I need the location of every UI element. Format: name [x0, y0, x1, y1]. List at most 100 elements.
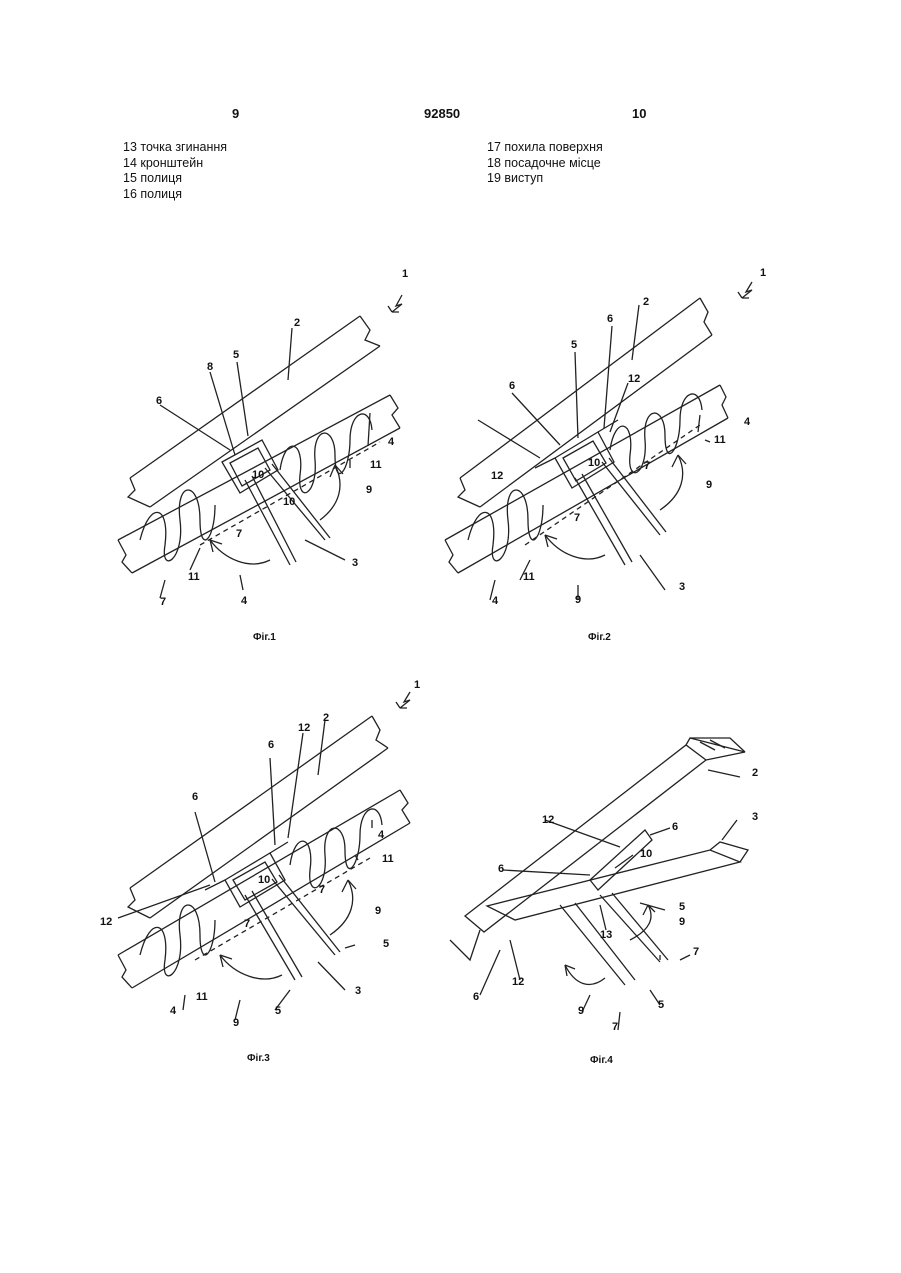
reference-numeral: 7 — [574, 512, 580, 524]
reference-numeral: 4 — [241, 595, 248, 607]
beam-break — [458, 478, 480, 507]
beam-break — [128, 478, 150, 507]
reference-numeral: 12 — [100, 916, 112, 928]
reference-numeral: 12 — [628, 373, 640, 385]
figure-1-drawing — [118, 295, 402, 598]
figure-2-drawing — [445, 282, 752, 600]
reference-numeral: 10 — [640, 848, 652, 860]
insulation-coil — [140, 414, 372, 561]
reference-numeral: 11 — [196, 991, 208, 1003]
beam — [450, 930, 480, 960]
rotation-arrow — [320, 465, 340, 520]
rotation-arrow — [630, 905, 651, 940]
reference-numeral: 6 — [509, 380, 515, 392]
reference-numeral: 5 — [233, 349, 239, 361]
reference-numeral: 4 — [388, 436, 395, 448]
reference-numeral: 7 — [244, 918, 250, 930]
reference-numeral: 7 — [644, 460, 650, 472]
figure-caption: Фіг.4 — [590, 1055, 613, 1066]
reference-numeral: 4 — [170, 1005, 177, 1017]
leader-lines — [480, 770, 740, 1030]
reference-numeral: 3 — [752, 811, 758, 823]
reference-numeral: 10 — [283, 496, 295, 508]
reference-numeral: 2 — [752, 767, 758, 779]
reference-numeral: 9 — [578, 1005, 584, 1017]
reference-numeral: 10 — [258, 874, 270, 886]
figure-caption: Фіг.3 — [247, 1053, 270, 1064]
reference-numeral: 6 — [672, 821, 678, 833]
reference-numeral: 4 — [744, 416, 751, 428]
reference-numeral: 3 — [352, 557, 358, 569]
reference-numeral: 3 — [355, 985, 361, 997]
reference-numeral: 9 — [366, 484, 372, 496]
reference-numeral: 6 — [498, 863, 504, 875]
reference-numeral: 5 — [679, 901, 685, 913]
reference-numeral: 7 — [160, 596, 166, 608]
orientation-arrow — [738, 282, 752, 298]
bracket — [222, 440, 278, 493]
reference-numeral: 3 — [679, 581, 685, 593]
reference-numeral: 7 — [236, 528, 242, 540]
reference-numeral: 1 — [414, 679, 420, 691]
rotation-arrow — [330, 880, 353, 935]
reference-numeral: 6 — [473, 991, 479, 1003]
figure-4-drawing — [450, 738, 748, 1030]
dashed-line — [200, 442, 380, 545]
reference-numeral: 8 — [207, 361, 213, 373]
beam — [130, 716, 388, 918]
crossbar — [487, 842, 748, 920]
reference-numeral: 12 — [542, 814, 554, 826]
reference-numeral: 6 — [192, 791, 198, 803]
beam — [465, 738, 745, 932]
figure-caption: Фіг.1 — [253, 632, 276, 643]
bracket-leg — [245, 875, 340, 980]
arrow-head — [672, 455, 686, 467]
arrow-head — [342, 880, 356, 892]
reference-numeral: 7 — [319, 884, 325, 896]
reference-numeral: 9 — [679, 916, 685, 928]
reference-numeral: 9 — [375, 905, 381, 917]
reference-numeral: 1 — [760, 267, 766, 279]
bracket-inner — [233, 862, 277, 900]
reference-numeral: 5 — [571, 339, 577, 351]
reference-numeral: 11 — [382, 853, 394, 865]
reference-numeral: 7 — [693, 946, 699, 958]
orientation-arrow — [388, 295, 402, 312]
reference-numeral: 12 — [512, 976, 524, 988]
insulation-tube — [118, 395, 400, 573]
reference-numeral: 4 — [492, 595, 499, 607]
reference-numeral: 12 — [298, 722, 310, 734]
leader-lines — [478, 305, 710, 600]
reference-numeral: 6 — [156, 395, 162, 407]
bracket-flange — [535, 420, 618, 468]
figure-caption: Фіг.2 — [588, 632, 611, 643]
insulation-coil — [140, 809, 382, 976]
reference-numeral: 7 — [612, 1021, 618, 1033]
reference-numeral: 2 — [323, 712, 329, 724]
reference-numeral: 9 — [706, 479, 712, 491]
reference-numeral: 6 — [268, 739, 274, 751]
rotation-arrow — [660, 455, 683, 510]
orientation-arrow — [396, 692, 410, 708]
reference-numeral: 10 — [252, 469, 264, 481]
reference-numeral: 5 — [275, 1005, 281, 1017]
reference-numeral: 5 — [658, 999, 664, 1011]
reference-numeral: 11 — [188, 571, 200, 583]
reference-numeral: 6 — [607, 313, 613, 325]
reference-numeral: 11 — [370, 459, 382, 471]
reference-numeral: 5 — [383, 938, 389, 950]
reference-numeral: 4 — [378, 829, 385, 841]
reference-numeral: 2 — [294, 317, 300, 329]
reference-numeral: 2 — [643, 296, 649, 308]
leader-lines — [160, 328, 370, 598]
reference-numeral: 10 — [588, 457, 600, 469]
reference-numeral: 11 — [523, 571, 535, 583]
reference-numeral: 13 — [600, 929, 612, 941]
figure-labels: 1258610107114931174126512610127411973114… — [100, 267, 766, 1033]
reference-numeral: 9 — [575, 594, 581, 606]
reference-numeral: 9 — [233, 1017, 239, 1029]
reference-numeral: 1 — [402, 268, 408, 280]
reference-numeral: 12 — [491, 470, 503, 482]
reference-numeral: 11 — [714, 434, 726, 446]
